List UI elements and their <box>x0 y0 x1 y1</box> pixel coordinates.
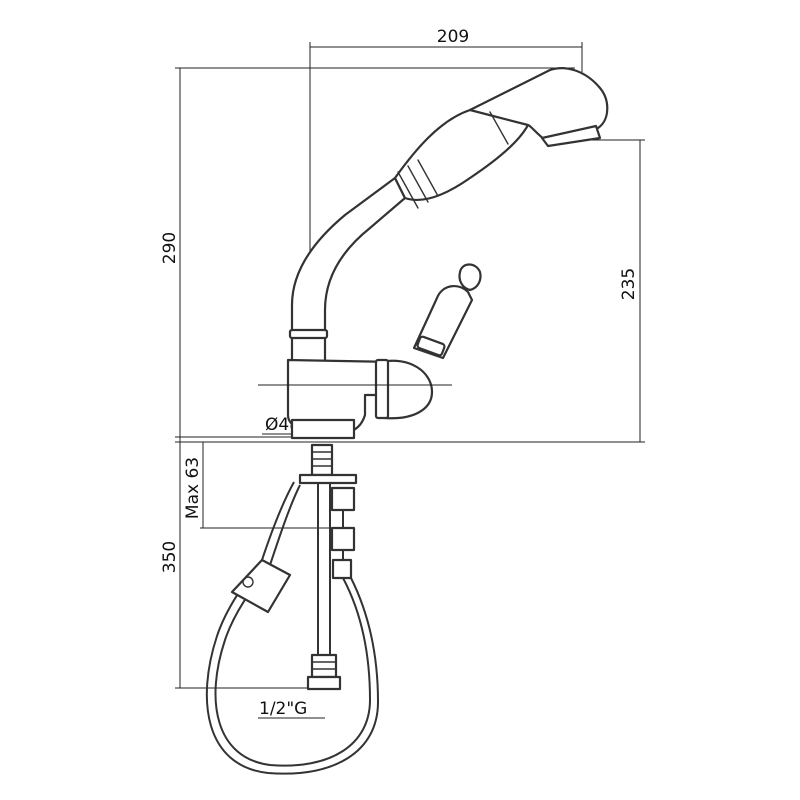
spray-ring-1 <box>397 171 419 209</box>
connection-nut <box>306 675 342 691</box>
lever-collar <box>416 335 446 357</box>
spray-head <box>393 67 609 209</box>
spout-height-label: 235 <box>619 268 639 300</box>
lever-knob <box>458 263 482 292</box>
spray-ring-2 <box>407 165 429 203</box>
hose-fitting-3 <box>331 558 353 580</box>
spray-ring-3 <box>417 159 439 197</box>
hose-fitting-1 <box>330 486 356 512</box>
dimension-total-height: 290 <box>160 67 575 442</box>
base-ring <box>290 418 356 440</box>
dimension-spout-height: 235 <box>580 139 645 442</box>
spray-ring-4 <box>489 111 509 145</box>
dimension-max-thickness: Max 63 <box>183 442 340 529</box>
cartridge-collar <box>374 358 390 420</box>
hose-upper <box>269 484 301 566</box>
hose-weight <box>230 558 292 614</box>
fixing-nut <box>298 473 358 485</box>
faucet-body <box>258 176 452 440</box>
spray-hose-loop <box>214 564 372 767</box>
threaded-shank <box>310 443 334 477</box>
max-thickness-label: Max 63 <box>183 457 203 519</box>
lever-handle <box>412 263 482 360</box>
spray-hose-loop-inner <box>205 559 380 775</box>
cartridge-housing <box>378 359 434 420</box>
width-label: 209 <box>437 27 469 47</box>
under-counter-assembly <box>205 443 380 775</box>
spray-nozzle <box>468 67 609 142</box>
hose-upper-2 <box>261 481 295 561</box>
dimension-connection: 1/2"G <box>258 699 325 719</box>
spray-outlet <box>540 124 602 148</box>
hose-length-label: 350 <box>160 541 180 573</box>
total-height-label: 290 <box>160 232 180 264</box>
neck-collar <box>288 328 329 340</box>
weight-screw <box>242 576 254 588</box>
hose-fitting-2 <box>330 526 356 552</box>
connection-label: 1/2"G <box>259 699 307 719</box>
bottom-connector <box>310 653 338 679</box>
